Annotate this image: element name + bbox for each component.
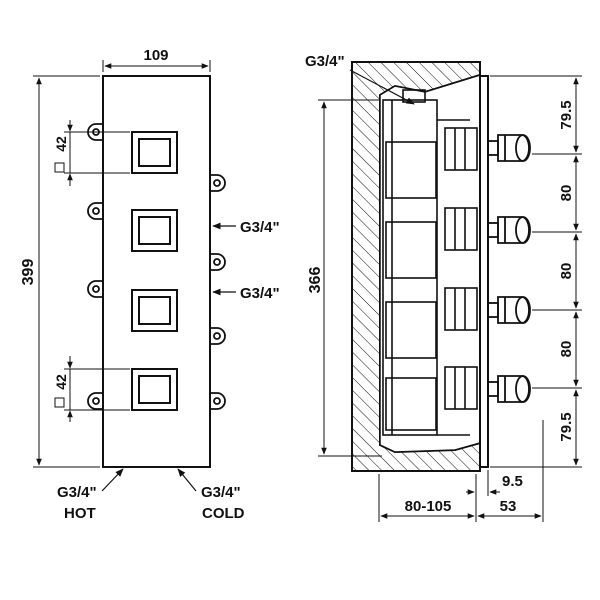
front-view: 109 399 xyxy=(20,47,280,522)
depth-left-label: 80-105 xyxy=(405,498,452,515)
spacing-label-5: 79.5 xyxy=(558,412,575,441)
side-top-thread-label: G3/4" xyxy=(305,53,345,70)
spacing-label-4: 80 xyxy=(558,341,575,358)
spacing-label-2: 80 xyxy=(558,185,575,202)
knob-1 xyxy=(131,131,178,174)
cold-label: COLD xyxy=(202,505,245,522)
side-knob-1 xyxy=(487,134,531,162)
side-knob-4 xyxy=(487,375,531,403)
knob-spacing-bottom-label: 42 xyxy=(53,374,69,390)
offset-small-label: 9.5 xyxy=(502,473,523,490)
knob-4 xyxy=(131,368,178,411)
hot-thread-label: G3/4" xyxy=(57,484,97,501)
inlet-right-top: G3/4" xyxy=(212,219,280,236)
knob-spacing-top-dimension: 42 xyxy=(53,120,130,186)
side-knob-3 xyxy=(487,296,531,324)
inlet-right-bottom: G3/4" xyxy=(212,285,280,302)
inlet-right-bottom-label: G3/4" xyxy=(240,285,280,302)
mounting-lugs-left xyxy=(87,123,103,410)
valve-body xyxy=(382,89,478,436)
mounting-lugs-right xyxy=(210,174,226,410)
knob-spacing-bottom-dimension: 42 xyxy=(53,356,130,422)
hot-label: HOT xyxy=(64,505,96,522)
side-height-dimension: 366 xyxy=(307,99,382,457)
side-knob-2 xyxy=(487,216,531,244)
depth-dimensions: 9.5 80-105 53 xyxy=(378,420,544,522)
knob-3 xyxy=(131,289,178,332)
inlet-right-top-label: G3/4" xyxy=(240,219,280,236)
knob-2 xyxy=(131,209,178,252)
front-height-label: 399 xyxy=(20,259,37,286)
spacing-dimensions: 79.5 80 80 80 79.5 xyxy=(490,75,582,468)
depth-right-label: 53 xyxy=(500,498,517,515)
front-height-dimension: 399 xyxy=(20,75,100,468)
spacing-label-1: 79.5 xyxy=(558,100,575,129)
cold-thread-label: G3/4" xyxy=(201,484,241,501)
side-view: G3/4" 366 79.5 80 80 80 79.5 xyxy=(305,53,582,522)
side-height-label: 366 xyxy=(307,267,324,294)
spacing-label-3: 80 xyxy=(558,263,575,280)
side-front-plate xyxy=(479,75,489,468)
knob-spacing-top-label: 42 xyxy=(53,136,69,152)
front-width-label: 109 xyxy=(143,47,168,64)
front-plate xyxy=(102,75,211,468)
front-width-dimension: 109 xyxy=(102,47,211,72)
